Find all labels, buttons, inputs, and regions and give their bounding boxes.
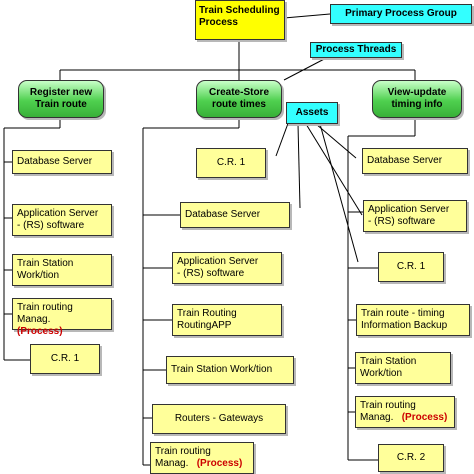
thread-3-line1: View-update (387, 87, 447, 98)
col3-train-routing-line1: Train routing (360, 400, 416, 411)
col2-train-station-label: Train Station Work/tion (171, 364, 273, 375)
primary-process-group-label: Primary Process Group (330, 4, 472, 24)
thread-1-line1: Register new (29, 87, 93, 98)
col2-process-tag: (Process) (196, 458, 243, 469)
col2-app-server-line1: Application Server (177, 256, 259, 267)
col3-application-server: Application Server - (RS) software (363, 200, 467, 232)
col2-database-server-label: Database Server (185, 209, 261, 220)
col3-cr1-label: C.R. 1 (396, 261, 426, 272)
col3-backup-line1: Train route - timing (361, 308, 445, 319)
col3-train-station-line2: Work/tion (360, 368, 403, 379)
thread-2-line2: route times (212, 99, 266, 110)
col2-train-routing-manag: Train routing Manag. (Process) (150, 442, 254, 474)
col3-train-routing-manag: Train routing Manag. (Process) (355, 396, 455, 428)
col1-train-routing-line1: Train routing (17, 302, 73, 313)
col1-app-server-line1: Application Server (17, 208, 99, 219)
col2-cr1-label: C.R. 1 (216, 157, 246, 168)
thread-create-store-route-times: Create-Store route times (196, 80, 282, 118)
col2-routers-gateways: Routers - Gateways (152, 404, 286, 434)
col3-database-server-label: Database Server (367, 155, 443, 166)
thread-1-line2: Train route (35, 99, 87, 110)
col2-application-server: Application Server - (RS) software (172, 252, 282, 284)
col3-train-route-timing-backup: Train route - timing Information Backup (356, 304, 470, 336)
col1-process-tag: (Process) (17, 326, 63, 337)
col2-routers-gateways-label: Routers - Gateways (174, 413, 264, 424)
col2-train-station: Train Station Work/tion (166, 356, 294, 384)
root-process-box: Train Scheduling Process (195, 0, 285, 40)
col1-train-routing-line2-row: Manag. (Process) (17, 314, 107, 338)
thread-2-line1: Create-Store (208, 87, 270, 98)
col3-process-tag: (Process) (401, 412, 448, 423)
col2-cr1: C.R. 1 (196, 148, 266, 178)
thread-register-new-train-route: Register new Train route (18, 80, 104, 118)
col1-train-routing-manag: Train routing Manag. (Process) (12, 298, 112, 337)
col3-train-routing-line2-row: Manag. (Process) (360, 412, 450, 424)
col1-cr1-label: C.R. 1 (50, 353, 80, 364)
col1-train-station-line1: Train Station (17, 258, 74, 269)
col2-app-server-line2: - (RS) software (177, 268, 245, 279)
col2-train-routing-line2-row: Manag. (Process) (155, 458, 249, 470)
col2-train-routing-app-line1: Train Routing (177, 308, 237, 319)
col3-backup-line2: Information Backup (361, 320, 448, 331)
col1-cr1: C.R. 1 (30, 344, 100, 374)
col2-database-server: Database Server (180, 202, 290, 228)
col2-train-routing-app: Train Routing RoutingAPP (172, 304, 282, 336)
col1-database-server-label: Database Server (17, 156, 93, 167)
col3-cr2: C.R. 2 (378, 444, 444, 472)
process-threads-label: Process Threads (310, 42, 402, 58)
col3-app-server-line1: Application Server (368, 204, 450, 215)
col3-train-routing-line2: Manag. (360, 412, 394, 423)
col1-train-station: Train Station Work/tion (12, 254, 112, 286)
thread-3-line2: timing info (391, 99, 443, 110)
col1-database-server: Database Server (12, 150, 112, 174)
root-line2: Process (199, 17, 238, 28)
col1-app-server-line2: - (RS) software (17, 220, 85, 231)
col3-cr1: C.R. 1 (378, 252, 444, 282)
col3-cr2-label: C.R. 2 (396, 452, 426, 463)
col3-app-server-line2: - (RS) software (368, 216, 436, 227)
thread-view-update-timing-info: View-update timing info (372, 80, 462, 118)
col3-train-station-line1: Train Station (360, 356, 417, 367)
col2-train-routing-line2: Manag. (155, 458, 189, 469)
col1-train-station-line2: Work/tion (17, 270, 60, 281)
col2-train-routing-app-line2: RoutingAPP (177, 320, 232, 331)
assets-label: Assets (286, 102, 338, 124)
col3-database-server: Database Server (362, 148, 468, 174)
root-line1: Train Scheduling (199, 5, 280, 16)
col1-application-server: Application Server - (RS) software (12, 204, 112, 236)
col2-train-routing-line1: Train routing (155, 446, 211, 457)
col1-train-routing-line2: Manag. (17, 314, 51, 325)
col3-train-station: Train Station Work/tion (355, 352, 451, 384)
